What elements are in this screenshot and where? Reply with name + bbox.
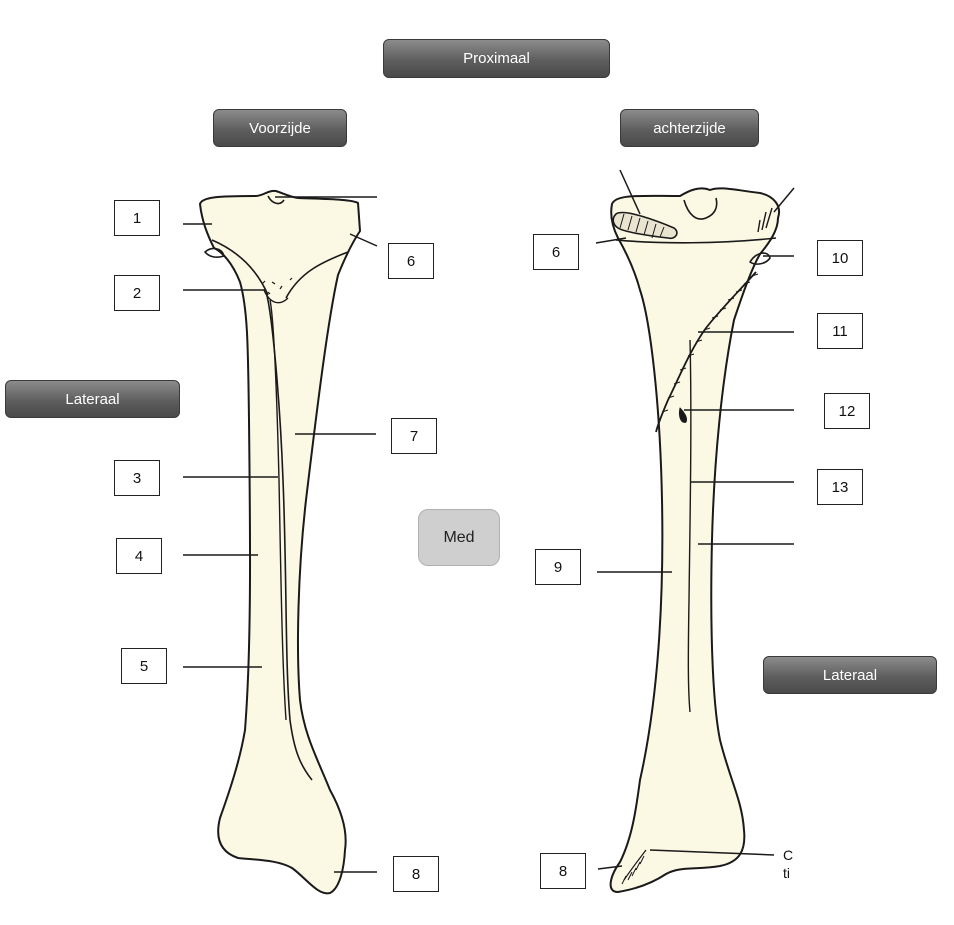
label-box-6-front[interactable]: 6	[388, 243, 434, 279]
label-box-8-front[interactable]: 8	[393, 856, 439, 892]
label-box-13[interactable]: 13	[817, 469, 863, 505]
lateral-left-heading: Lateraal	[5, 380, 180, 418]
label-box-3[interactable]: 3	[114, 460, 160, 496]
label-box-11[interactable]: 11	[817, 313, 863, 349]
label-box-9[interactable]: 9	[535, 549, 581, 585]
label-box-8-back[interactable]: 8	[540, 853, 586, 889]
leader-lines	[183, 169, 795, 873]
label-box-1[interactable]: 1	[114, 200, 160, 236]
cutoff-text-line-2: ti	[783, 865, 790, 881]
front-view-heading: Voorzijde	[213, 109, 347, 147]
label-box-12[interactable]: 12	[824, 393, 870, 429]
label-box-10[interactable]: 10	[817, 240, 863, 276]
label-box-2[interactable]: 2	[114, 275, 160, 311]
cutoff-text-line-1: C	[783, 847, 794, 863]
label-box-5[interactable]: 5	[121, 648, 167, 684]
tibia-front-view	[199, 189, 361, 895]
label-box-7[interactable]: 7	[391, 418, 437, 454]
back-view-heading: achterzijde	[620, 109, 759, 147]
proximal-heading: Proximaal	[383, 39, 610, 78]
tibia-back-view	[609, 187, 780, 893]
medial-heading: Med	[418, 509, 500, 566]
lateral-right-heading: Lateraal	[763, 656, 937, 694]
label-box-4[interactable]: 4	[116, 538, 162, 574]
label-box-6-back[interactable]: 6	[533, 234, 579, 270]
